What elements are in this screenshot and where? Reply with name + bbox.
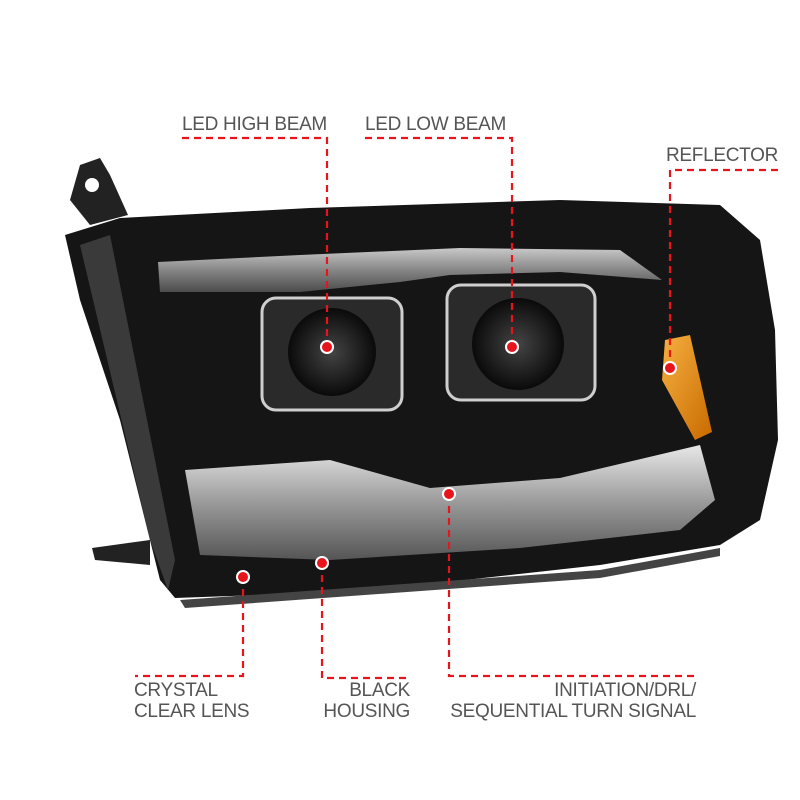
callout-line-high-beam	[182, 136, 329, 347]
label-initiation-drl-turn-signal: INITIATION/DRL/ SEQUENTIAL TURN SIGNAL	[450, 680, 696, 722]
label-line: INITIATION/DRL/	[554, 680, 696, 701]
mount-tab	[70, 158, 128, 225]
upper-light-strip	[158, 248, 662, 292]
mount-tab	[92, 540, 150, 565]
callout-line-low-beam	[365, 136, 514, 347]
callout-lines	[135, 136, 778, 680]
callout-line-lens	[135, 577, 245, 678]
callout-dot-housing	[315, 556, 329, 570]
label-line: HOUSING	[323, 701, 410, 722]
label-reflector: REFLECTOR	[665, 145, 778, 166]
label-line: SEQUENTIAL TURN SIGNAL	[450, 701, 696, 722]
label-line: CLEAR LENS	[134, 701, 250, 722]
label-black-housing: BLACK HOUSING	[323, 680, 410, 722]
callout-line-reflector	[668, 168, 778, 368]
callout-dots	[236, 340, 677, 584]
callout-dot-reflector	[663, 361, 677, 375]
callout-dot-low-beam	[505, 340, 519, 354]
lower-drl-bar	[185, 445, 715, 560]
amber-reflector	[662, 335, 712, 440]
label-line: BLACK	[349, 680, 410, 701]
callout-line-housing	[320, 563, 410, 680]
label-crystal-clear-lens: CRYSTAL CLEAR LENS	[134, 680, 250, 722]
callout-dot-high-beam	[320, 340, 334, 354]
callout-dot-drl	[442, 487, 456, 501]
label-line: CRYSTAL	[134, 680, 218, 701]
callout-dot-lens	[236, 570, 250, 584]
callout-line-drl	[447, 494, 695, 678]
label-led-high-beam: LED HIGH BEAM	[182, 114, 327, 135]
label-led-low-beam: LED LOW BEAM	[365, 114, 507, 135]
